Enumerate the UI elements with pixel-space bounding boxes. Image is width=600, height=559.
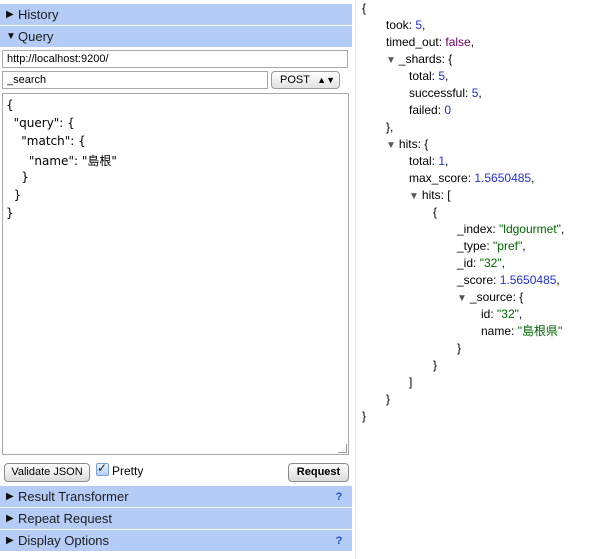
help-icon[interactable]: ? — [335, 535, 343, 547]
url-input[interactable] — [2, 50, 348, 68]
json-id-row: _id: "32", — [457, 256, 505, 270]
collapse-triangle-icon: ▼ — [386, 55, 396, 66]
collapse-triangle-icon: ▼ — [386, 140, 396, 151]
json-type-row: _type: "pref", — [457, 239, 526, 253]
collapse-triangle-icon: ▼ — [6, 31, 16, 42]
json-took-row: took: 5, — [386, 18, 426, 32]
collapse-triangle-icon: ▼ — [457, 293, 467, 304]
editor-line: { — [6, 98, 14, 112]
editor-line: } — [6, 188, 22, 202]
select-arrows-icon: ▲▼ — [317, 75, 335, 85]
pretty-checkbox[interactable] — [96, 461, 109, 476]
help-icon[interactable]: ? — [335, 491, 343, 503]
json-source-name-row: name: "島根県" — [481, 324, 563, 338]
method-select[interactable]: POST ▲▼ — [271, 71, 340, 89]
editor-line: "query": { — [6, 116, 75, 130]
json-shards-close: }, — [386, 120, 394, 134]
json-timed-out-row: timed_out: false, — [386, 35, 475, 49]
json-source-close: } — [457, 341, 462, 355]
pretty-toggle[interactable]: Pretty — [96, 461, 144, 478]
json-open-brace: { — [362, 1, 367, 15]
history-label: History — [18, 7, 59, 22]
left-panel: ▶ History ▼ Query POST ▲▼ { "query": { "… — [0, 0, 356, 559]
json-shards-successful-row: successful: 5, — [409, 86, 482, 100]
query-body-editor[interactable]: { "query": { "match": { "name": "島根" } }… — [2, 93, 349, 455]
json-hits-array-close: ] — [409, 375, 413, 389]
validate-json-button[interactable]: Validate JSON — [4, 463, 90, 482]
expand-triangle-icon: ▶ — [6, 535, 14, 546]
editor-line: "name": "島根" — [6, 154, 117, 168]
result-transformer-label: Result Transformer — [18, 489, 129, 504]
query-label: Query — [18, 29, 54, 44]
result-panel: { took: 5, timed_out: false, ▼_shards: {… — [357, 0, 600, 559]
json-hits-array-row[interactable]: ▼hits: [ — [409, 188, 451, 202]
expand-triangle-icon: ▶ — [6, 9, 14, 20]
display-options-label: Display Options — [18, 533, 110, 548]
query-section-header[interactable]: ▼ Query — [0, 26, 352, 48]
json-source-row[interactable]: ▼_source: { — [457, 290, 524, 304]
json-hits-total-row: total: 1, — [409, 154, 449, 168]
json-shards-total-row: total: 5, — [409, 69, 449, 83]
editor-line: } — [6, 170, 29, 184]
pretty-label: Pretty — [112, 464, 144, 478]
json-close-brace: } — [362, 409, 367, 423]
history-section-header[interactable]: ▶ History — [0, 4, 352, 26]
editor-line: } — [6, 206, 14, 220]
expand-triangle-icon: ▶ — [6, 513, 14, 524]
editor-line: "match": { — [6, 134, 86, 148]
repeat-request-label: Repeat Request — [18, 511, 112, 526]
repeat-request-section-header[interactable]: ▶ Repeat Request — [0, 508, 352, 530]
json-hits-close: } — [386, 392, 391, 406]
display-options-section-header[interactable]: ▶ Display Options ? — [0, 530, 352, 552]
collapse-triangle-icon: ▼ — [409, 191, 419, 202]
path-input[interactable] — [2, 71, 268, 89]
expand-triangle-icon: ▶ — [6, 491, 14, 502]
json-source-id-row: id: "32", — [481, 307, 523, 321]
json-hit-close: } — [433, 358, 438, 372]
json-score-row: _score: 1.5650485, — [457, 273, 560, 287]
json-hit-open: { — [433, 205, 438, 219]
json-index-row: _index: "ldgourmet", — [457, 222, 565, 236]
resize-grip-icon[interactable] — [338, 444, 347, 453]
json-shards-failed-row: failed: 0 — [409, 103, 452, 117]
method-value: POST — [280, 74, 310, 86]
json-hits-row[interactable]: ▼hits: { — [386, 137, 429, 151]
request-button[interactable]: Request — [288, 463, 349, 482]
json-max-score-row: max_score: 1.5650485, — [409, 171, 535, 185]
json-shards-row[interactable]: ▼_shards: { — [386, 52, 453, 66]
result-transformer-section-header[interactable]: ▶ Result Transformer ? — [0, 486, 352, 508]
